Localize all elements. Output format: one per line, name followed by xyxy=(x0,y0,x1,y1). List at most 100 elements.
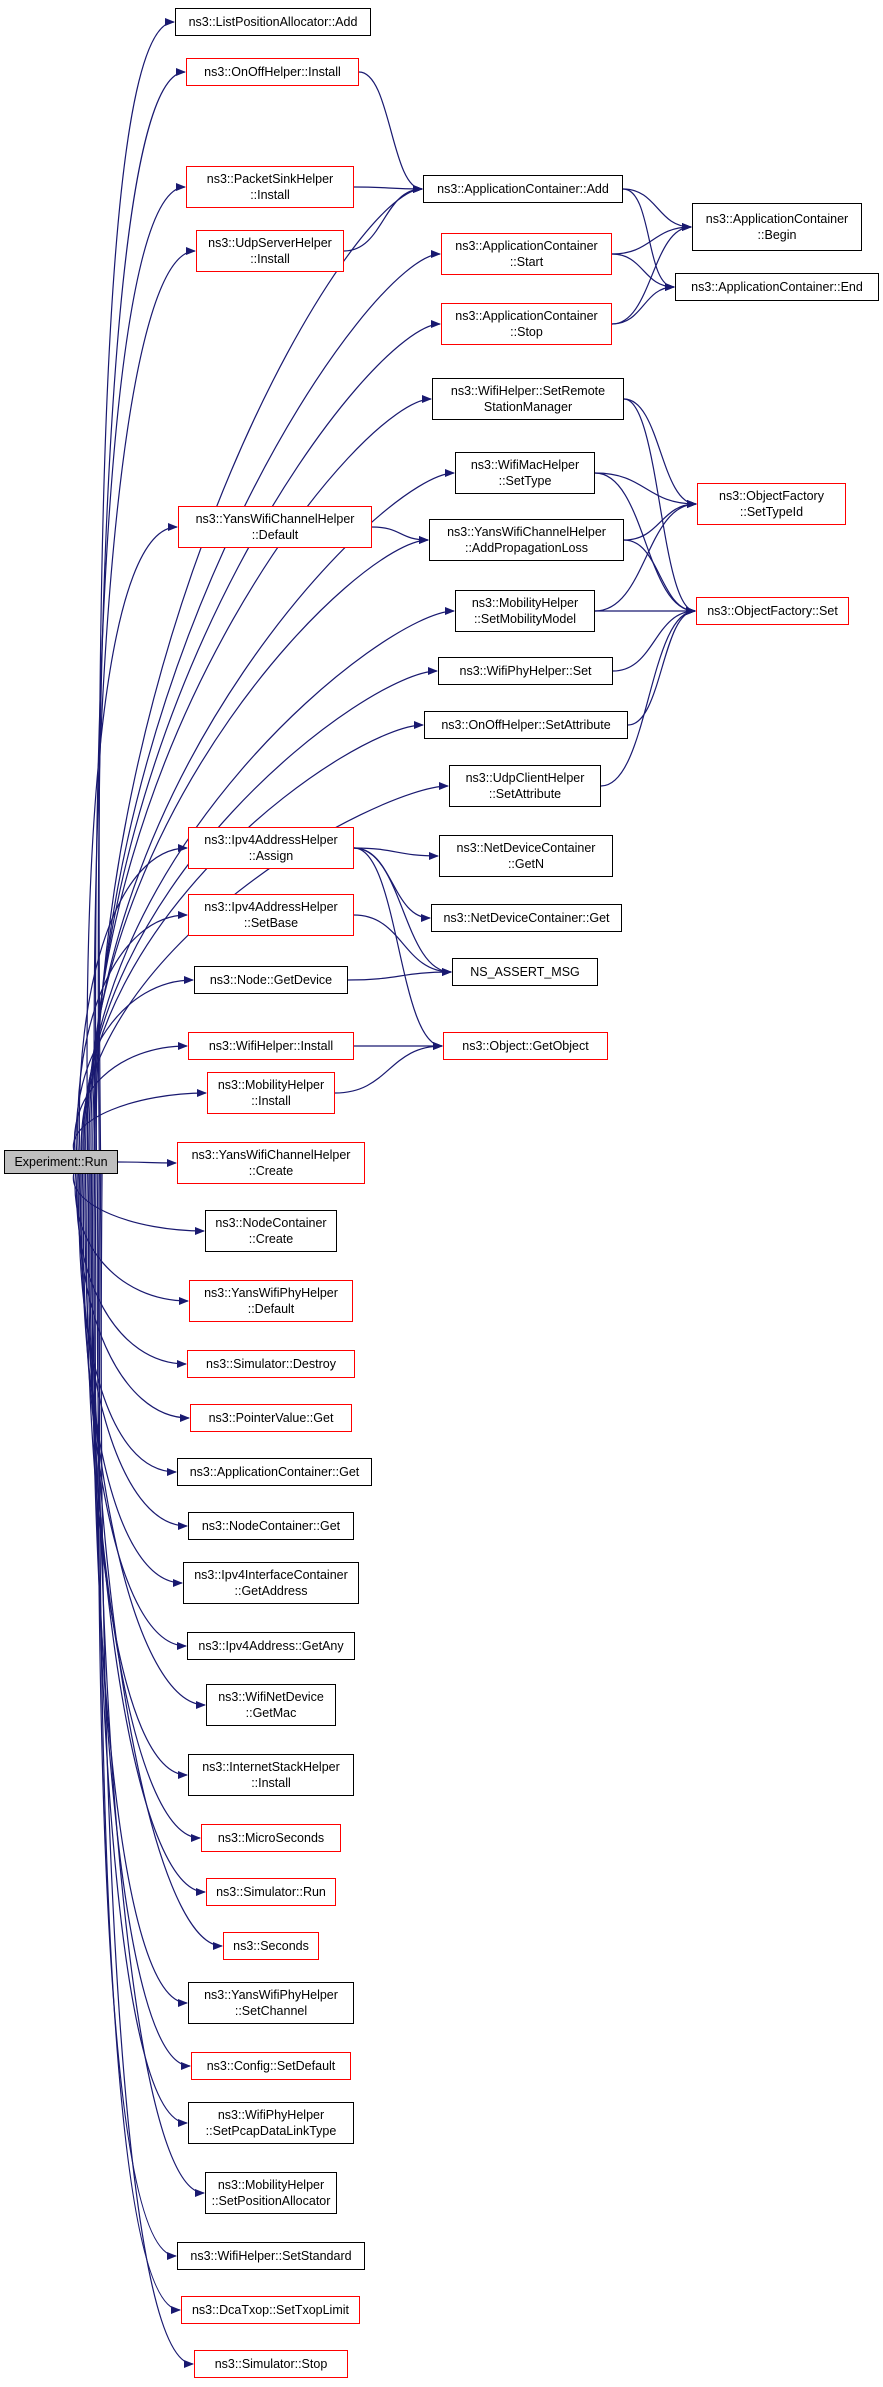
function-node[interactable]: ns3::ApplicationContainer::Begin xyxy=(692,203,862,251)
node-label-line: ::Create xyxy=(248,1232,294,1246)
node-label-line: ns3::Ipv4AddressHelper xyxy=(204,900,338,914)
function-node[interactable]: ns3::NodeContainer::Create xyxy=(205,1210,337,1252)
function-node[interactable]: ns3::YansWifiChannelHelper::AddPropagati… xyxy=(429,519,624,561)
function-node[interactable]: ns3::NodeContainer::Get xyxy=(188,1512,354,1540)
node-label-line: ns3::ApplicationContainer::End xyxy=(691,280,863,294)
function-node[interactable]: ns3::PacketSinkHelper::Install xyxy=(186,166,354,208)
function-node[interactable]: ns3::PointerValue::Get xyxy=(190,1404,352,1432)
function-node[interactable]: ns3::MobilityHelper::SetMobilityModel xyxy=(455,590,595,632)
node-label-line: ns3::Seconds xyxy=(233,1939,309,1953)
node-label-line: ::Stop xyxy=(510,325,543,339)
call-edge xyxy=(94,250,441,1151)
function-node[interactable]: ns3::ApplicationContainer::Get xyxy=(177,1458,372,1486)
function-node[interactable]: ns3::Ipv4Address::GetAny xyxy=(187,1632,355,1660)
function-node[interactable]: ns3::Ipv4AddressHelper::SetBase xyxy=(188,894,354,936)
node-label-line: ::Install xyxy=(251,1094,291,1108)
node-label-line: ns3::NetDeviceContainer xyxy=(456,841,596,855)
function-node[interactable]: ns3::WifiMacHelper::SetType xyxy=(455,452,595,494)
call-edge xyxy=(75,976,194,1151)
call-edge xyxy=(353,847,452,976)
node-label-line: NS_ASSERT_MSG xyxy=(470,965,580,979)
function-node[interactable]: ns3::Ipv4InterfaceContainer::GetAddress xyxy=(183,1562,359,1604)
node-label-line: ns3::Ipv4InterfaceContainer xyxy=(194,1568,348,1582)
function-node[interactable]: ns3::OnOffHelper::Install xyxy=(186,58,359,86)
node-label-line: ns3::ObjectFactory::Set xyxy=(707,604,838,618)
function-node[interactable]: ns3::WifiPhyHelper::SetPcapDataLinkType xyxy=(188,2102,354,2144)
call-edge xyxy=(92,320,441,1151)
function-node[interactable]: ns3::Simulator::Run xyxy=(206,1878,336,1906)
function-node[interactable]: ns3::Ipv4AddressHelper::Assign xyxy=(188,827,354,869)
node-label-line: ns3::MicroSeconds xyxy=(217,1831,325,1845)
node-label-line: ns3::Config::SetDefault xyxy=(206,2059,336,2073)
function-node[interactable]: ns3::ListPositionAllocator::Add xyxy=(175,8,371,36)
function-node[interactable]: ns3::MobilityHelper::SetPositionAllocato… xyxy=(205,2172,337,2214)
function-node[interactable]: ns3::YansWifiChannelHelper::Create xyxy=(177,1142,365,1184)
function-node[interactable]: ns3::Seconds xyxy=(223,1932,319,1960)
function-node[interactable]: ns3::Simulator::Destroy xyxy=(187,1350,355,1378)
function-node[interactable]: ns3::UdpServerHelper::Install xyxy=(196,230,344,272)
node-label-line: ::Start xyxy=(509,255,544,269)
node-label-line: ::Install xyxy=(251,1776,291,1790)
node-label-line: ::SetAttribute xyxy=(488,787,562,801)
node-label-line: ns3::Ipv4Address::GetAny xyxy=(198,1639,344,1653)
node-label-line: ::Install xyxy=(250,188,290,202)
function-node[interactable]: ns3::OnOffHelper::SetAttribute xyxy=(424,711,628,739)
function-node[interactable]: ns3::Object::GetObject xyxy=(443,1032,608,1060)
function-node[interactable]: ns3::ObjectFactory::Set xyxy=(696,597,849,625)
function-node[interactable]: ns3::Node::GetDevice xyxy=(194,966,348,994)
function-node[interactable]: ns3::WifiNetDevice::GetMac xyxy=(206,1684,336,1726)
function-node[interactable]: ns3::ApplicationContainer::Start xyxy=(441,233,612,275)
function-node[interactable]: ns3::WifiHelper::Install xyxy=(188,1032,354,1060)
function-node[interactable]: ns3::NetDeviceContainer::Get xyxy=(431,904,622,932)
call-edge xyxy=(594,500,697,612)
call-edge xyxy=(72,1089,207,1151)
node-label-line: ::SetPositionAllocator xyxy=(211,2194,331,2208)
node-label-line: ns3::PacketSinkHelper xyxy=(206,172,334,186)
function-node[interactable]: ns3::Simulator::Stop xyxy=(194,2350,348,2378)
function-node[interactable]: ns3::MicroSeconds xyxy=(201,1824,341,1852)
node-label-line: ns3::YansWifiPhyHelper xyxy=(204,1988,338,2002)
node-label-line: ::GetN xyxy=(507,857,545,871)
node-label-line: ns3::InternetStackHelper xyxy=(202,1760,340,1774)
function-node[interactable]: ns3::NetDeviceContainer::GetN xyxy=(439,835,613,877)
call-edge xyxy=(623,500,697,541)
call-edge xyxy=(87,1173,201,1842)
call-edge xyxy=(82,1173,187,1650)
node-label-line: ns3::ListPositionAllocator::Add xyxy=(188,15,358,29)
call-edge xyxy=(100,1173,194,2368)
function-node[interactable]: ns3::Config::SetDefault xyxy=(191,2052,351,2080)
function-node[interactable]: ns3::ApplicationContainer::End xyxy=(675,273,879,301)
function-node[interactable]: ns3::InternetStackHelper::Install xyxy=(188,1754,354,1796)
node-label-line: ::GetMac xyxy=(245,1706,297,1720)
function-node[interactable]: ns3::YansWifiPhyHelper::SetChannel xyxy=(188,1982,354,2024)
call-edge xyxy=(94,1173,188,2127)
node-label-line: ::SetMobilityModel xyxy=(473,612,577,626)
function-node[interactable]: ns3::WifiPhyHelper::Set xyxy=(438,657,613,685)
call-edge xyxy=(86,536,429,1151)
function-node[interactable]: ns3::ApplicationContainer::Stop xyxy=(441,303,612,345)
node-label-line: ns3::DcaTxop::SetTxopLimit xyxy=(191,2303,349,2317)
node-label-line: ns3::Simulator::Stop xyxy=(214,2357,328,2371)
function-node[interactable]: ns3::UdpClientHelper::SetAttribute xyxy=(449,765,601,807)
node-label-line: ns3::WifiPhyHelper::Set xyxy=(459,664,592,678)
node-label-line: ns3::YansWifiChannelHelper xyxy=(447,525,606,539)
function-node[interactable]: ns3::ApplicationContainer::Add xyxy=(423,175,623,203)
function-node[interactable]: ns3::ObjectFactory::SetTypeId xyxy=(697,483,846,525)
call-edge xyxy=(85,607,455,1151)
call-edge xyxy=(86,1173,188,1779)
function-node[interactable]: ns3::WifiHelper::SetStandard xyxy=(177,2242,365,2270)
call-edge xyxy=(622,188,675,291)
function-node[interactable]: NS_ASSERT_MSG xyxy=(452,958,598,986)
function-node[interactable]: ns3::MobilityHelper::Install xyxy=(207,1072,335,1114)
call-edge xyxy=(611,223,692,325)
node-label-line: ns3::OnOffHelper::Install xyxy=(204,65,341,79)
node-label-line: ns3::Object::GetObject xyxy=(462,1039,589,1053)
call-edge xyxy=(117,1158,177,1167)
function-node[interactable]: ns3::DcaTxop::SetTxopLimit xyxy=(181,2296,360,2324)
call-edge xyxy=(343,185,423,252)
function-node[interactable]: ns3::YansWifiChannelHelper::Default xyxy=(178,506,372,548)
node-label-line: ns3::YansWifiPhyHelper xyxy=(204,1286,338,1300)
function-node[interactable]: ns3::YansWifiPhyHelper::Default xyxy=(189,1280,353,1322)
